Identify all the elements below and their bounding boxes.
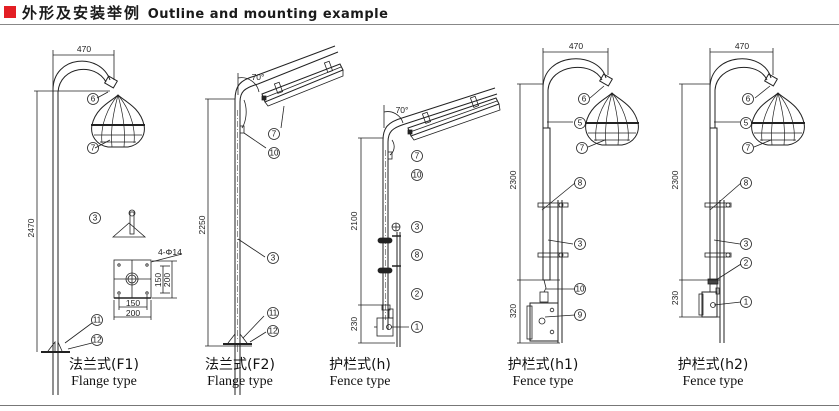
callout-12: 12 [93, 336, 102, 345]
callout-5: 5 [744, 119, 749, 128]
dim-base-height: 230 [670, 291, 680, 305]
dim-arm-reach: 470 [735, 41, 749, 51]
caption-f2: 法兰式(F2) Flange type [200, 357, 280, 390]
dim-angle: 70° [396, 105, 409, 115]
figure-h1-dimension-labels: 470 2300 320 [508, 41, 583, 318]
figure-f1-drawing [34, 50, 183, 395]
callout-2: 2 [415, 290, 420, 299]
callout-6: 6 [582, 95, 587, 104]
figure-f2-callouts: 7 10 3 11 12 [267, 128, 280, 337]
callout-7: 7 [91, 144, 96, 153]
caption-h-en: Fence type [329, 374, 391, 389]
caption-h: 护栏式(h) Fence type [320, 357, 400, 390]
dim-angle: 70° [252, 72, 265, 82]
callout-5: 5 [578, 119, 583, 128]
dim-base-height: 230 [349, 317, 359, 331]
callout-6: 6 [746, 95, 751, 104]
caption-f2-cn: 法兰式(F2) [205, 357, 275, 373]
caption-h2: 护栏式(h2) Fence type [673, 357, 753, 390]
caption-f1-cn: 法兰式(F1) [69, 357, 139, 373]
caption-f1-en: Flange type [71, 374, 137, 389]
caption-h2-en: Fence type [682, 374, 744, 389]
callout-3: 3 [578, 240, 583, 249]
header-divider [0, 24, 839, 25]
figure-f2-dimension-labels: 70° 2250 [197, 72, 264, 234]
callout-2: 2 [744, 259, 749, 268]
dim-hole-spacing-v: 150 [153, 273, 163, 287]
callout-7: 7 [580, 144, 585, 153]
figure-h1-drawing [517, 48, 640, 344]
dim-arm-reach: 470 [77, 44, 91, 54]
callout-8: 8 [415, 251, 420, 260]
figure-h-drawing [358, 87, 501, 347]
dim-height: 2100 [349, 211, 359, 230]
caption-h1-en: Fence type [512, 374, 574, 389]
section-title-en: Outline and mounting example [147, 7, 389, 22]
dim-height: 2470 [26, 218, 36, 237]
dim-plate-width: 200 [126, 308, 140, 318]
figure-h-callouts: 7 10 3 8 2 1 [411, 150, 423, 333]
callout-8: 8 [744, 179, 749, 188]
callout-6: 6 [91, 95, 96, 104]
caption-f2-en: Flange type [207, 374, 273, 389]
dim-height: 2250 [197, 215, 207, 234]
figure-f1-callouts: 6 7 3 11 12 [87, 93, 103, 346]
figure-h2-drawing [679, 48, 806, 343]
caption-f1: 法兰式(F1) Flange type [64, 357, 144, 390]
figure-h-dimension-labels: 70° 2100 230 [349, 105, 408, 331]
dim-height: 2300 [670, 170, 680, 189]
callout-9: 9 [578, 311, 583, 320]
callout-7: 7 [415, 152, 420, 161]
callout-12: 12 [269, 327, 278, 336]
caption-h1-cn: 护栏式(h1) [507, 357, 579, 373]
figure-h2-callouts: 6 5 7 8 3 2 1 [740, 93, 754, 308]
callout-10: 10 [270, 149, 279, 158]
callout-3: 3 [93, 214, 98, 223]
dim-height: 2300 [508, 170, 518, 189]
red-square-bullet-icon [4, 6, 16, 18]
callout-10: 10 [413, 171, 422, 180]
figure-h1-callouts: 6 5 7 8 3 10 9 [574, 93, 590, 321]
callout-11: 11 [269, 309, 278, 318]
callout-11: 11 [93, 316, 102, 325]
figure-h2-dimension-labels: 470 2300 230 [670, 41, 749, 305]
callout-10: 10 [576, 285, 585, 294]
callout-8: 8 [578, 179, 583, 188]
dim-holes: 4-Φ14 [158, 247, 182, 257]
callout-3: 3 [744, 240, 749, 249]
figure-f2-drawing [205, 45, 344, 395]
section-title-cn: 外形及安装举例 [22, 4, 142, 22]
section-header: 外形及安装举例 Outline and mounting example [0, 0, 839, 26]
caption-h1: 护栏式(h1) Fence type [503, 357, 583, 390]
dim-hole-spacing-h: 150 [126, 298, 140, 308]
callout-7: 7 [746, 144, 751, 153]
figure-f1-dimension-labels: 470 2470 4-Φ14 150 200 150 200 [26, 44, 182, 318]
dim-arm-reach: 470 [569, 41, 583, 51]
dim-plate-height: 200 [162, 273, 172, 287]
caption-h-cn: 护栏式(h) [329, 357, 391, 373]
callout-1: 1 [744, 298, 749, 307]
caption-h2-cn: 护栏式(h2) [677, 357, 749, 373]
callout-3: 3 [415, 223, 420, 232]
callout-1: 1 [415, 323, 420, 332]
callout-7: 7 [272, 130, 277, 139]
section-title: 外形及安装举例 Outline and mounting example [22, 2, 388, 23]
footer-divider [0, 405, 839, 406]
callout-3: 3 [271, 254, 276, 263]
dim-base-height: 320 [508, 304, 518, 318]
